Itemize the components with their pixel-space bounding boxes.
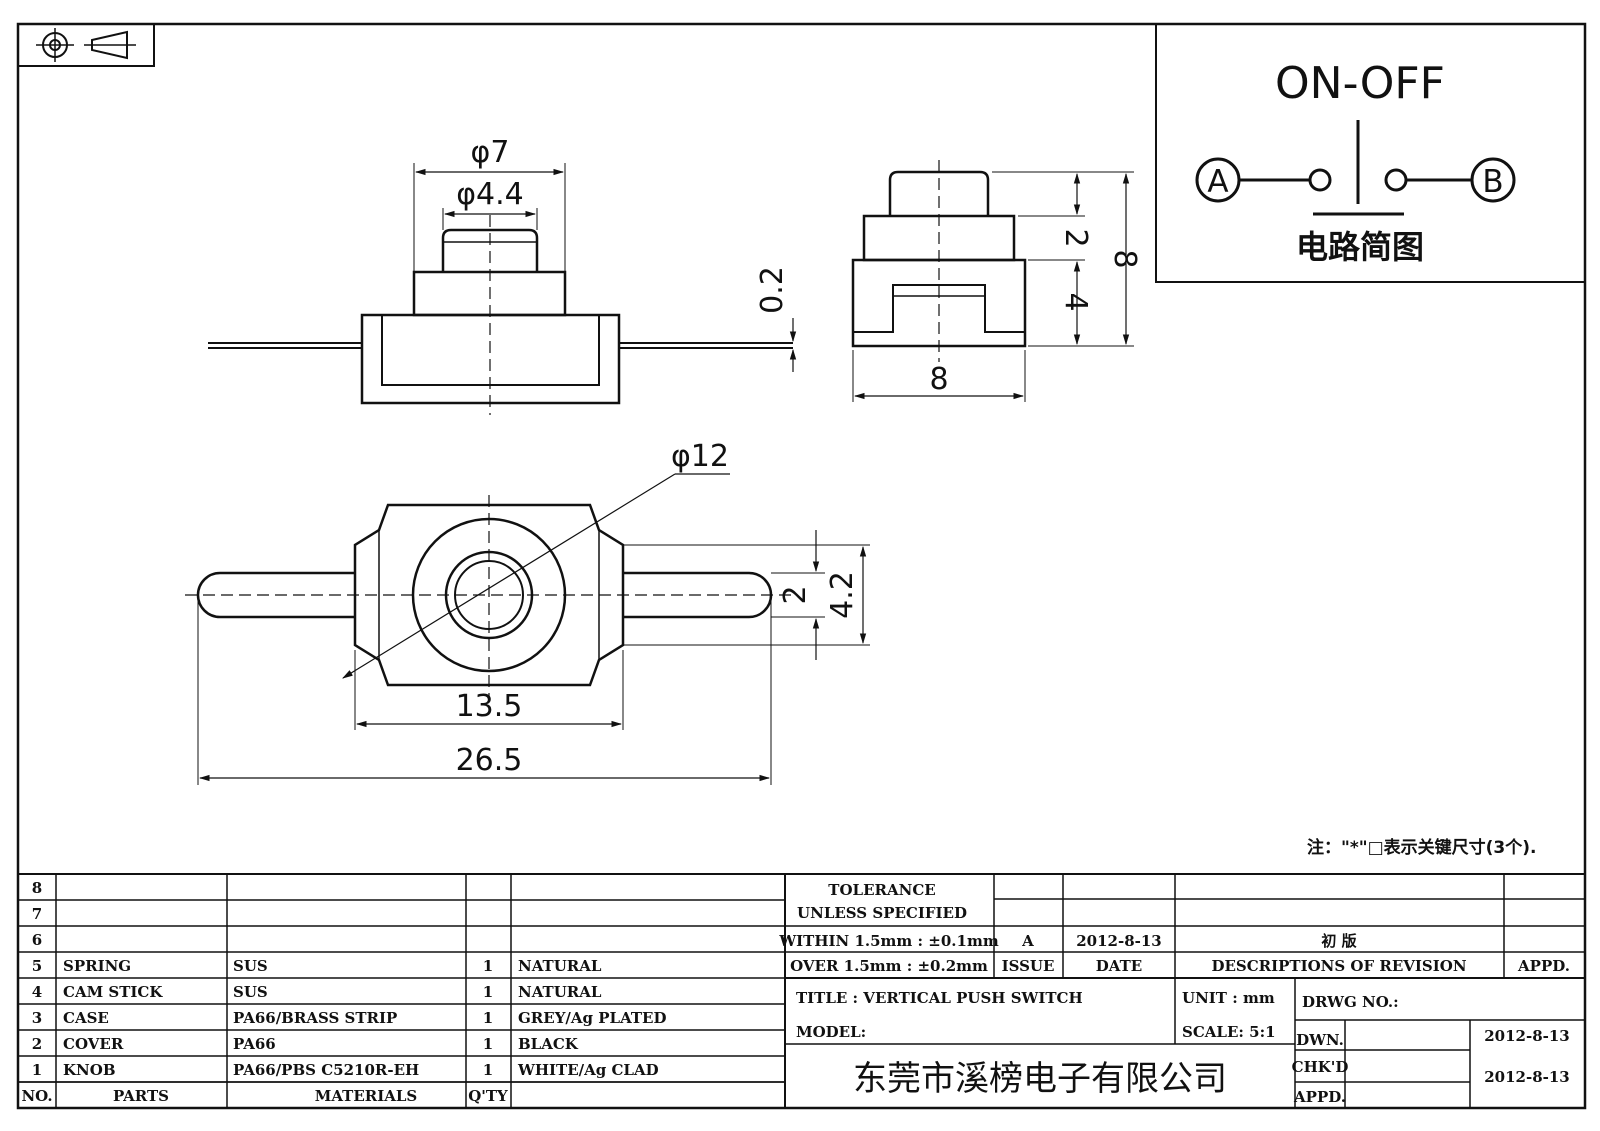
dim-side-width: 8: [929, 362, 948, 397]
bom-cell-part: COVER: [63, 1035, 124, 1053]
company-name: 东莞市溪榜电子有限公司: [853, 1059, 1227, 1099]
dim-body-width: 13.5: [456, 689, 523, 724]
bom-cell-material: PA66: [233, 1035, 276, 1053]
circuit-title: ON-OFF: [1275, 58, 1445, 109]
rev-header-date: DATE: [1096, 957, 1142, 975]
scale-label: SCALE: 5:1: [1182, 1023, 1276, 1041]
bom-cell-no: 8: [32, 879, 42, 897]
dwn-label: DWN.: [1296, 1031, 1344, 1049]
rev-header-issue: ISSUE: [1002, 957, 1055, 975]
dwn-date: 2012-8-13: [1484, 1027, 1570, 1045]
drawing-title: TITLE : VERTICAL PUSH SWITCH: [796, 989, 1083, 1007]
key-dimension-note: 注："*"□表示关键尺寸(3个).: [1307, 837, 1537, 858]
front-view: φ7 φ4.4 0.2: [208, 135, 797, 415]
rev-header-appd: APPD.: [1517, 957, 1570, 975]
bom-cell-no: 1: [32, 1061, 42, 1079]
bom-cell-qty: 1: [483, 1035, 493, 1053]
chk-label: CHK'D: [1292, 1058, 1349, 1076]
circuit-diagram: ON-OFF A B 电路简图: [1155, 24, 1585, 283]
bom-cell-no: 7: [32, 905, 42, 923]
tolerance-over: OVER 1.5mm : ±0.2mm: [790, 957, 988, 975]
bom-cell-part: KNOB: [63, 1061, 116, 1079]
bom-cell-finish: BLACK: [518, 1035, 579, 1053]
bom-cell-finish: WHITE/Ag CLAD: [517, 1061, 659, 1079]
title-block: TOLERANCE UNLESS SPECIFIED WITHIN 1.5mm …: [778, 873, 1585, 1108]
bom-cell-finish: NATURAL: [518, 983, 602, 1001]
model-label: MODEL:: [796, 1023, 866, 1041]
bom-cell-qty: 1: [483, 1009, 493, 1027]
dim-total-height: 8: [1107, 249, 1142, 268]
bom-cell-qty: 1: [483, 957, 493, 975]
bom-header-parts: PARTS: [113, 1087, 169, 1105]
bom-cell-material: SUS: [233, 957, 268, 975]
bom-header-no: NO.: [21, 1087, 52, 1105]
circuit-caption: 电路简图: [1296, 228, 1424, 266]
dim-total-width: 26.5: [456, 743, 523, 778]
bom-header-materials: MATERIALS: [315, 1087, 418, 1105]
bom-cell-no: 5: [32, 957, 42, 975]
revision-issue: A: [1021, 932, 1034, 950]
bom-cell-qty: 1: [483, 983, 493, 1001]
drawing-number-label: DRWG NO.:: [1302, 993, 1399, 1011]
bom-cell-no: 6: [32, 931, 42, 949]
tolerance-label: TOLERANCE: [828, 881, 935, 899]
bottom-view: φ12 13.5 26.5 2 4.2: [185, 439, 870, 785]
dim-body-diameter: φ12: [671, 439, 729, 474]
dim-outer-diameter: φ7: [471, 135, 510, 170]
contact-left-icon: [1308, 168, 1332, 192]
bom-cell-finish: NATURAL: [518, 957, 602, 975]
chk-date: 2012-8-13: [1484, 1068, 1570, 1086]
bom-cell-material: PA66/PBS C5210R-EH: [233, 1061, 419, 1079]
side-view: 2 4 8 8: [851, 160, 1142, 402]
bom-cell-finish: GREY/Ag PLATED: [518, 1009, 667, 1027]
bom-cell-no: 2: [32, 1035, 42, 1053]
bom-cell-part: SPRING: [63, 957, 131, 975]
dim-lead-thickness: 0.2: [755, 266, 790, 314]
bom-header-qty: Q'TY: [468, 1087, 508, 1105]
dim-knob-height: 2: [1058, 228, 1093, 247]
terminal-b-label: B: [1482, 164, 1503, 200]
dim-body-height: 4: [1058, 292, 1093, 311]
revision-date: 2012-8-13: [1076, 932, 1162, 950]
dim-lead-width: 2: [778, 585, 813, 604]
sheet-border: [16, 22, 1587, 1110]
rev-header-description: DESCRIPTIONS OF REVISION: [1211, 957, 1466, 975]
terminal-a-label: A: [1207, 164, 1228, 200]
dim-inner-diameter: φ4.4: [456, 177, 524, 212]
appd-label: APPD.: [1293, 1088, 1346, 1106]
bom-cell-qty: 1: [483, 1061, 493, 1079]
unit-label: UNIT : mm: [1182, 989, 1275, 1007]
tolerance-unless: UNLESS SPECIFIED: [797, 904, 967, 922]
bom-cell-part: CASE: [63, 1009, 109, 1027]
terminal-b-icon: [1470, 157, 1516, 203]
tolerance-within: WITHIN 1.5mm : ±0.1mm: [778, 932, 999, 950]
bom-cell-no: 3: [32, 1009, 42, 1027]
dim-body-depth: 4.2: [825, 571, 860, 619]
bom-cell-material: SUS: [233, 983, 268, 1001]
revision-description: 初 版: [1321, 932, 1356, 950]
projection-symbol-icon: [17, 23, 155, 67]
contact-right-icon: [1384, 168, 1408, 192]
bom-cell-part: CAM STICK: [63, 983, 163, 1001]
bom-cell-no: 4: [32, 983, 42, 1001]
bom-cell-material: PA66/BRASS STRIP: [233, 1009, 397, 1027]
